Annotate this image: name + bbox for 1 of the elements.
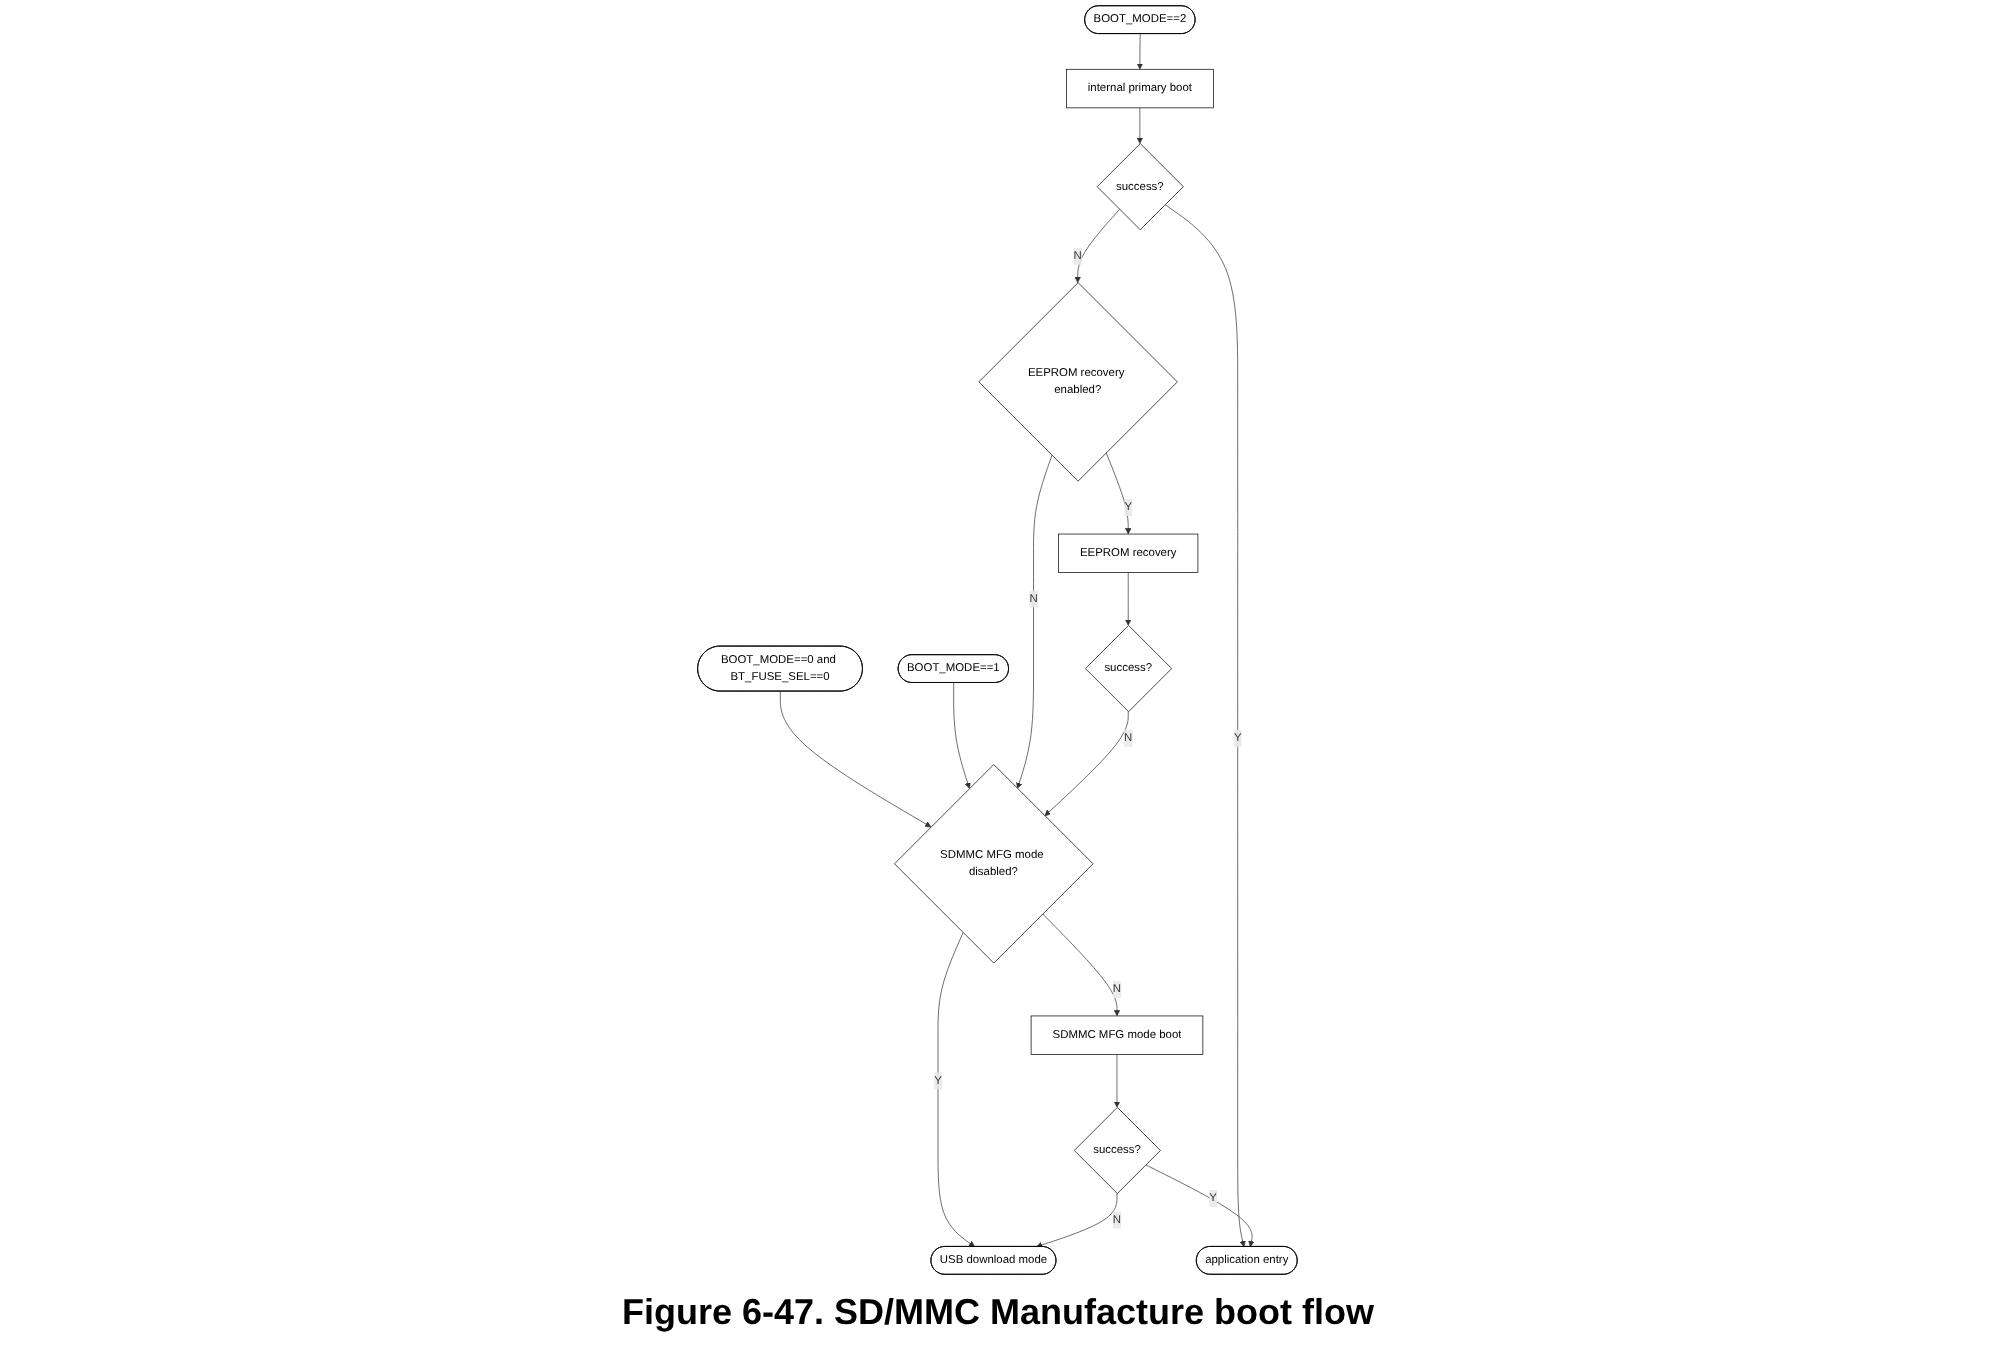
figure-caption: Figure 6-47. SD/MMC Manufacture boot flow bbox=[621, 1290, 1374, 1336]
